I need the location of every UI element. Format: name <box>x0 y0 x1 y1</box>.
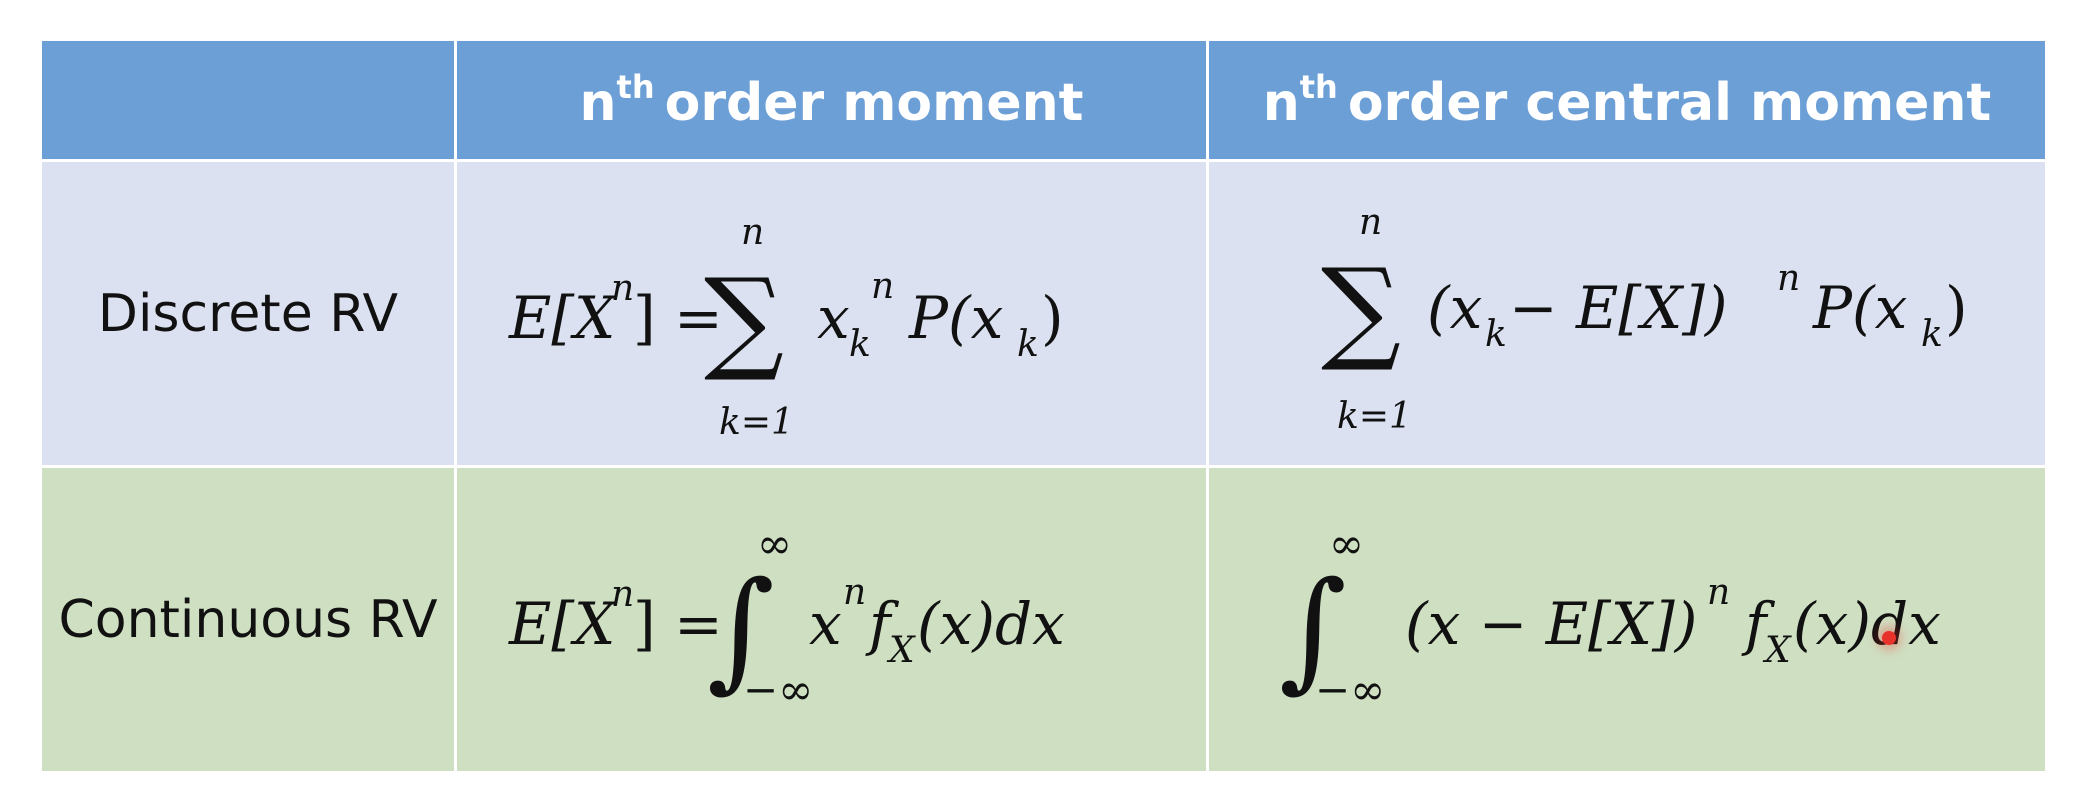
lhs-expectation: E[X <box>508 590 618 658</box>
formula-continuous-moment: E[X n ] = ∫ ∞ −∞ x n f X (x)dx <box>454 465 1209 774</box>
probability-close: ) <box>1945 274 1968 342</box>
lhs-exponent: n <box>611 574 634 615</box>
central-open-subscript: k <box>1485 314 1507 355</box>
sum-lower-limit: k=1 <box>1337 396 1412 437</box>
term-subscript: k <box>849 324 871 365</box>
central-open: (x <box>1427 274 1482 342</box>
row-continuous: Continuous RV E[X n ] = ∫ ∞ −∞ x n f X (… <box>39 465 2048 774</box>
density-argument: (x)dx <box>917 590 1065 658</box>
continuous-moment-svg: E[X n ] = ∫ ∞ −∞ x n f X (x)dx <box>508 519 1065 714</box>
lhs-expectation: E[X <box>508 284 618 352</box>
term-exponent: n <box>871 266 894 307</box>
discrete-central-svg: n ∑ k=1 (x k − E[X]) n P(x k ) <box>1321 202 1968 437</box>
probability: P(x <box>1812 274 1907 342</box>
row-label-discrete: Discrete RV <box>39 159 457 468</box>
row-discrete: Discrete RV E[X n ] = n ∑ k=1 x k n P(x … <box>39 159 2048 468</box>
sum-upper-limit: n <box>741 212 764 253</box>
integral-lower-limit: −∞ <box>743 665 813 714</box>
summation-icon: ∑ <box>704 255 784 385</box>
continuous-central-svg: ∫ ∞ −∞ (x − E[X]) n f X (x)dx <box>1279 519 1941 714</box>
integral-lower-limit: −∞ <box>1315 665 1385 714</box>
lhs-close-equals: ] = <box>633 284 723 352</box>
integral-icon: ∫ <box>1279 553 1347 705</box>
term-exponent: n <box>843 572 866 613</box>
density-subscript: X <box>1762 630 1792 671</box>
lhs-close-equals: ] = <box>633 590 723 658</box>
header-n: n <box>579 72 617 133</box>
density-subscript: X <box>886 630 916 671</box>
header-th-superscript: th <box>1299 67 1338 106</box>
central-exponent: n <box>1707 572 1730 613</box>
integral-upper-limit: ∞ <box>1329 519 1364 568</box>
central-open: (x − E[X]) <box>1405 590 1697 658</box>
laser-pointer-dot <box>1882 631 1896 645</box>
formula-discrete-moment: E[X n ] = n ∑ k=1 x k n P(x k ) <box>454 159 1209 468</box>
central-exponent: n <box>1777 258 1800 299</box>
header-th-superscript: th <box>616 67 655 106</box>
integral-icon: ∫ <box>707 553 775 705</box>
sum-upper-limit: n <box>1359 202 1382 243</box>
formula-discrete-central-moment: n ∑ k=1 (x k − E[X]) n P(x k ) <box>1206 159 2048 468</box>
term-x: x <box>817 284 850 352</box>
central-mid: − E[X]) <box>1509 274 1728 342</box>
formula-continuous-central-moment: ∫ ∞ −∞ (x − E[X]) n f X (x)dx <box>1206 465 2048 774</box>
header-n: n <box>1262 72 1300 133</box>
integral-upper-limit: ∞ <box>757 519 792 568</box>
row-label-continuous: Continuous RV <box>39 465 457 774</box>
header-text: order moment <box>664 72 1084 133</box>
term-x: x <box>809 590 842 658</box>
sum-lower-limit: k=1 <box>719 402 794 443</box>
header-empty-cell <box>39 38 457 162</box>
probability-close: ) <box>1041 284 1064 352</box>
density-argument: (x)dx <box>1793 590 1941 658</box>
discrete-moment-svg: E[X n ] = n ∑ k=1 x k n P(x k ) <box>508 212 1064 443</box>
header-text: order central moment <box>1347 72 1992 133</box>
summation-icon: ∑ <box>1321 245 1401 375</box>
probability: P(x <box>908 284 1003 352</box>
probability-subscript: k <box>1017 324 1039 365</box>
lhs-exponent: n <box>611 268 634 309</box>
probability-subscript: k <box>1921 314 1943 355</box>
